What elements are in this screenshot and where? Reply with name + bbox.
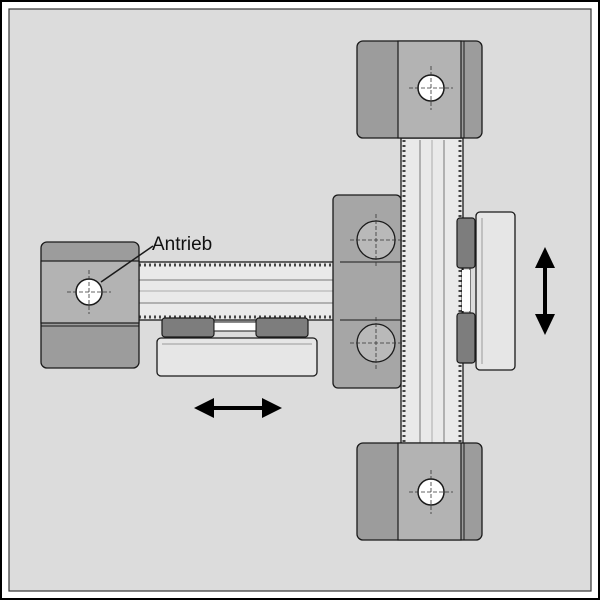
- vertical-bearing-upper: [456, 217, 476, 269]
- drive-leader-line: [100, 245, 154, 283]
- horizontal-bearing-left: [161, 317, 215, 338]
- vertical-bottom-end-block: [356, 442, 483, 541]
- double-arrow-horizontal-icon: [194, 398, 282, 418]
- vertical-linear-axis: [356, 40, 516, 541]
- double-arrow-vertical-icon: [535, 247, 555, 335]
- vertical-carriage: [456, 211, 516, 371]
- horizontal-linear-axis: [40, 241, 338, 377]
- horizontal-carriage: [156, 317, 318, 377]
- drive-pulley-block: [40, 241, 140, 369]
- vertical-top-end-block: [356, 40, 483, 139]
- drive-label: Antrieb: [152, 234, 212, 255]
- cross-connector-plate: [332, 194, 402, 389]
- horizontal-bearing-right: [255, 317, 309, 338]
- vertical-bearing-lower: [456, 312, 476, 364]
